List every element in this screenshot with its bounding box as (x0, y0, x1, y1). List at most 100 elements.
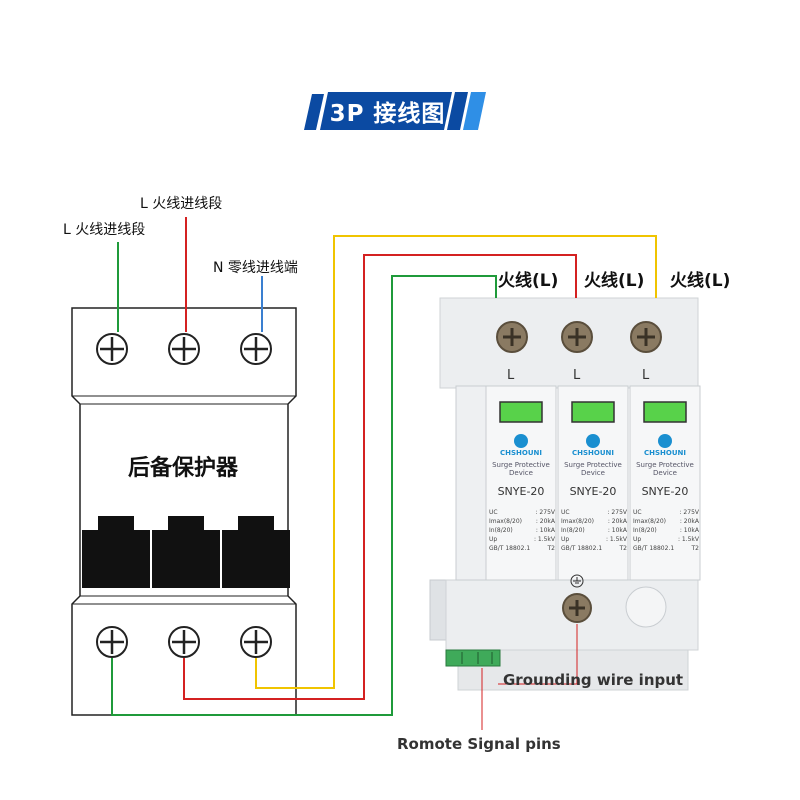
spec-key: Imax(8/20) (633, 518, 666, 525)
spd-round-window (625, 586, 667, 628)
title-banner (304, 92, 486, 130)
spd-side-panel (455, 385, 487, 581)
spec-value: : 10kA (607, 527, 627, 534)
brand-logo-icon-1 (514, 434, 528, 448)
red-input-label: L 火线进线段 (140, 196, 223, 212)
green-input-label: L 火线进线段 (63, 222, 146, 238)
spec-value: T2 (691, 545, 699, 552)
spd-top-label-2: 火线(L) (584, 271, 645, 291)
backup-breaker (71, 307, 297, 716)
spec-value: : 10kA (535, 527, 555, 534)
spec-row: Up : 1.5kV (561, 535, 627, 544)
model-number: SNYE-20 (497, 485, 545, 498)
spec-key: UC (633, 509, 642, 516)
spd-module-2-text: CHSHOUNI Surge Protective Device SNYE-20 (558, 449, 628, 498)
spec-value: : 1.5kV (533, 536, 555, 543)
spec-key: Up (561, 536, 570, 543)
banner-stripe-1 (447, 92, 468, 130)
spd-top-label-1: 火线(L) (498, 271, 559, 291)
spd-din-clip (429, 579, 447, 641)
spec-key: GB/T 18802.1 (489, 545, 531, 552)
banner-body (320, 92, 452, 130)
spd-module-3-specs: UC : 275V Imax(8/20) : 20kA In(8/20) : 10kA… (633, 508, 699, 553)
spec-value: T2 (619, 545, 627, 552)
spec-key: In(8/20) (489, 527, 513, 534)
page-title: 3P 接线图 (329, 101, 446, 127)
spec-key: In(8/20) (633, 527, 657, 534)
breaker-title: 后备保护器 (127, 456, 238, 481)
brand-logo-icon-2 (586, 434, 600, 448)
breaker-bottom-screw-3 (240, 626, 272, 658)
ground-symbol-icon (570, 574, 584, 588)
spec-value: : 275V (535, 509, 556, 516)
spec-row: In(8/20) : 10kA (633, 526, 699, 535)
wire-red-output (183, 254, 577, 700)
spd-terminal-screw-1 (496, 321, 528, 353)
spec-value: : 275V (679, 509, 700, 516)
spec-value: : 20kA (535, 518, 555, 525)
terminal-letter-3: L (642, 368, 650, 383)
breaker-bottom-screw-2 (168, 626, 200, 658)
spec-row: GB/T 18802.1 T2 (633, 544, 699, 553)
status-window-1 (499, 401, 543, 423)
spec-value: : 10kA (679, 527, 699, 534)
spd-terminal-screw-2 (561, 321, 593, 353)
model-number: SNYE-20 (641, 485, 689, 498)
spec-key: GB/T 18802.1 (561, 545, 603, 552)
breaker-top-screw-3 (240, 333, 272, 365)
breaker-handle-2 (152, 516, 220, 588)
wire-yellow-output (255, 235, 657, 689)
spec-value: : 20kA (607, 518, 627, 525)
spd-module-1-text: CHSHOUNI Surge Protective Device SNYE-20 (486, 449, 556, 498)
spec-key: Up (489, 536, 498, 543)
spd-module-3-text: CHSHOUNI Surge Protective Device SNYE-20 (630, 449, 700, 498)
ground-terminal-screw (562, 593, 592, 623)
brand-name: CHSHOUNI (500, 449, 542, 457)
brand-logo-icon-3 (658, 434, 672, 448)
spec-value: : 275V (607, 509, 628, 516)
status-window-3 (643, 401, 687, 423)
spd-module-2-specs: UC : 275V Imax(8/20): 20kA In(8/20) : 10kA… (561, 508, 627, 553)
spec-key: GB/T 18802.1 (633, 545, 675, 552)
breaker-handle-3 (222, 516, 290, 588)
model-number: SNYE-20 (569, 485, 617, 498)
device-desc-line1: Surge Protective (492, 461, 550, 469)
breaker-bottom-screw-1 (96, 626, 128, 658)
remote-signal-caption: Romote Signal pins (397, 735, 561, 753)
brand-name: CHSHOUNI (572, 449, 614, 457)
spec-row: In(8/20) : 10kA (561, 526, 627, 535)
spec-value: : 1.5kV (677, 536, 699, 543)
breaker-top-screw-2 (168, 333, 200, 365)
brand-name: CHSHOUNI (644, 449, 686, 457)
blue-input-label: N 零线进线端 (213, 260, 298, 276)
spec-row: Imax(8/20) : 20kA (633, 517, 699, 526)
terminal-letter-1: L (507, 368, 515, 383)
spec-row: UC : 275V (489, 508, 555, 517)
spec-row: Up : 1.5kV (489, 535, 555, 544)
spec-key: Imax(8/20) (489, 518, 522, 525)
spec-row: Up: 1.5kV (633, 535, 699, 544)
spec-key: UC (561, 509, 570, 516)
spec-row: UC : 275V (561, 508, 627, 517)
device-desc-line2: Device (581, 469, 605, 477)
status-window-2 (571, 401, 615, 423)
spec-key: In(8/20) (561, 527, 585, 534)
spec-row: Imax(8/20): 20kA (561, 517, 627, 526)
spec-key: UC (489, 509, 498, 516)
breaker-handle-1 (82, 516, 150, 588)
spec-row: GB/T 18802.1 T2 (561, 544, 627, 553)
spd-top-label-3: 火线(L) (670, 271, 731, 291)
banner-stripe-2 (463, 92, 486, 130)
spd-module-1-specs: UC : 275V Imax(8/20) : 20kA In(8/20) : 10kA… (489, 508, 555, 553)
device-desc-line2: Device (653, 469, 677, 477)
breaker-top-screw-1 (96, 333, 128, 365)
wire-green-output (111, 275, 497, 716)
device-desc-line1: Surge Protective (636, 461, 694, 469)
grounding-caption: Grounding wire input (503, 671, 684, 689)
spec-value: : 1.5kV (605, 536, 627, 543)
spec-value: : 20kA (679, 518, 699, 525)
terminal-letter-2: L (573, 368, 581, 383)
banner-accent-left (304, 94, 324, 130)
